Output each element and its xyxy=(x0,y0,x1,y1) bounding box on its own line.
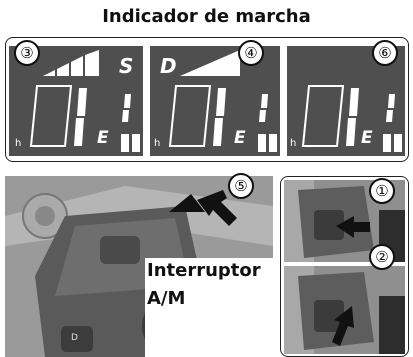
switch-label-box xyxy=(145,258,273,357)
handlebar-switch-photo: D Interruptor A/M xyxy=(5,176,273,357)
callout-number: ① xyxy=(369,178,395,204)
callout-number: ⑥ xyxy=(372,40,398,66)
mode-letter: S xyxy=(119,54,134,78)
callout-number: ② xyxy=(369,244,395,270)
h-mark: h xyxy=(290,138,297,149)
gear-display-graphic xyxy=(168,50,277,152)
gear-letter: E xyxy=(361,128,373,148)
gear-display-panel-d: D E h xyxy=(150,46,280,156)
callout-number: ⑤ xyxy=(228,173,254,199)
gear-display-graphic xyxy=(29,50,140,152)
callout-number: ③ xyxy=(14,40,40,66)
switch-label-line1: Interruptor xyxy=(147,260,261,281)
switch-push-drawing-1 xyxy=(284,180,405,262)
switch-push-photo-2 xyxy=(284,266,405,354)
h-mark: h xyxy=(154,138,161,149)
gear-indicator-panels-frame xyxy=(5,37,409,162)
gear-display-graphic xyxy=(301,85,402,152)
gear-display-panel-s: S E h xyxy=(9,46,143,156)
switch-push-drawing-2 xyxy=(284,266,405,354)
gear-letter: E xyxy=(97,128,109,148)
figure-title: Indicador de marcha xyxy=(102,6,311,27)
callout-number: ④ xyxy=(238,40,264,66)
switch-label-line2: A/M xyxy=(147,288,186,309)
h-mark: h xyxy=(15,138,22,149)
gear-letter: E xyxy=(234,128,246,148)
d-button-mark: D xyxy=(71,333,78,343)
mode-letter: D xyxy=(160,54,177,78)
